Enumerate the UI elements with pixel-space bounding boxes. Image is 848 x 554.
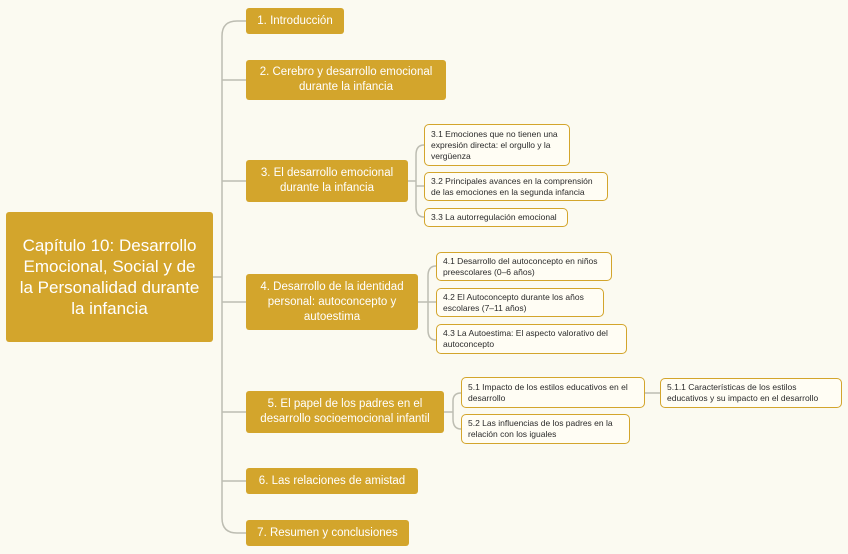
section-node-4[interactable]: 4. Desarrollo de la identidad personal: … [246, 274, 418, 330]
subsection-node-4-3[interactable]: 4.3 La Autoestima: El aspecto valorativo… [436, 324, 627, 354]
subsection-node-4-2[interactable]: 4.2 El Autoconcepto durante los años esc… [436, 288, 604, 317]
subsection-node-3-3[interactable]: 3.3 La autorregulación emocional [424, 208, 568, 227]
subsubsection-node-5-1-1[interactable]: 5.1.1 Características de los estilos edu… [660, 378, 842, 408]
section-node-3[interactable]: 3. El desarrollo emocional durante la in… [246, 160, 408, 202]
section-node-5[interactable]: 5. El papel de los padres en el desarrol… [246, 391, 444, 433]
subsection-node-5-2[interactable]: 5.2 Las influencias de los padres en la … [461, 414, 630, 444]
section-node-2[interactable]: 2. Cerebro y desarrollo emocional durant… [246, 60, 446, 100]
subsection-node-3-1[interactable]: 3.1 Emociones que no tienen una expresió… [424, 124, 570, 166]
subsection-node-3-2[interactable]: 3.2 Principales avances en la comprensió… [424, 172, 608, 201]
section-node-6[interactable]: 6. Las relaciones de amistad [246, 468, 418, 494]
section-node-1[interactable]: 1. Introducción [246, 8, 344, 34]
section-node-7[interactable]: 7. Resumen y conclusiones [246, 520, 409, 546]
root-node-chapter-title[interactable]: Capítulo 10: Desarrollo Emocional, Socia… [6, 212, 213, 342]
subsection-node-5-1[interactable]: 5.1 Impacto de los estilos educativos en… [461, 377, 645, 408]
subsection-node-4-1[interactable]: 4.1 Desarrollo del autoconcepto en niños… [436, 252, 612, 281]
